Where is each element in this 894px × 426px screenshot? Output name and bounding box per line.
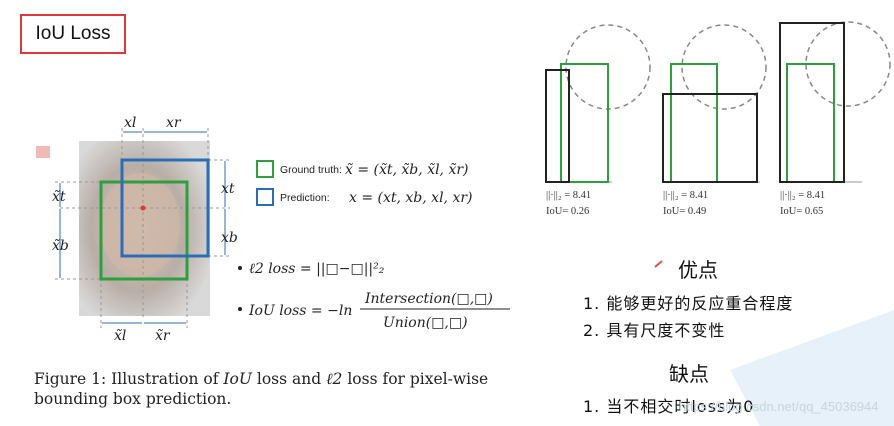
ground-truth-box <box>99 180 189 281</box>
pros-item-2: 2. 具有尺度不变性 <box>583 321 726 340</box>
example-3-dashed-circle <box>805 21 891 107</box>
legend-green-swatch <box>256 160 274 178</box>
legend-ground-truth-label: Ground truth: <box>280 164 342 176</box>
label-gt-b: x̃b <box>52 238 69 254</box>
iou-loss-denominator: Union(□,□) <box>383 315 468 331</box>
pencil-mark-icon <box>654 260 663 268</box>
label-gt-r: x̃r <box>155 328 171 344</box>
example-2-iou: IoU= 0.49 <box>663 206 706 217</box>
logo-mark <box>36 146 50 158</box>
slide-title: IoU Loss <box>20 14 126 54</box>
cons-item-1: 1. 当不相交时loss为0 <box>583 397 755 416</box>
legend-blue-swatch <box>256 188 274 206</box>
cons-heading: 缺点 <box>669 362 709 386</box>
label-xr: xr <box>166 115 182 131</box>
label-xb: xb <box>221 230 238 246</box>
iou-loss-numerator: Intersection(□,□) <box>364 291 493 307</box>
example-2-green-box <box>670 63 718 183</box>
example-1-norm: ||·||₂ = 8.41 <box>546 190 591 201</box>
watermark: https://blog.csdn.net/qq_45036944 <box>679 399 879 414</box>
iou-illustration-figure: xl xr xt xb x̃t x̃b x̃l x̃r Ground truth… <box>36 115 510 344</box>
example-3-norm: ||·||₂ = 8.41 <box>780 190 825 201</box>
legend-prediction-label: Prediction: <box>280 192 330 204</box>
example-2-dashed-circle <box>681 24 767 110</box>
pros-heading: 优点 <box>678 258 718 282</box>
example-3-iou: IoU= 0.65 <box>780 206 823 217</box>
label-gt-t: x̃t <box>52 189 66 205</box>
label-xt: xt <box>221 181 235 197</box>
example-1-black-box <box>545 69 570 183</box>
label-xl: xl <box>124 115 136 131</box>
label-gt-l: x̃l <box>114 328 126 344</box>
legend-ground-truth-formula: x̃ = (x̃t, x̃b, x̃l, x̃r) <box>345 162 469 178</box>
figure-caption: Figure 1: Illustration of IoU loss and ℓ… <box>34 370 489 408</box>
example-2-norm: ||·||₂ = 8.41 <box>663 190 708 201</box>
prediction-box <box>120 158 210 258</box>
center-point <box>140 205 146 211</box>
pros-item-1: 1. 能够更好的反应重合程度 <box>583 294 794 313</box>
legend-prediction-formula: x = (xt, xb, xl, xr) <box>349 190 473 206</box>
example-3-green-box <box>786 63 835 183</box>
iou-examples-figure: ||·||₂ = 8.41 IoU= 0.26 ||·||₂ = 8.41 Io… <box>545 21 891 217</box>
l2-loss-formula: ℓ2 loss = ||□−□||²₂ <box>249 261 385 277</box>
example-1-green-box <box>560 63 609 183</box>
example-1-iou: IoU= 0.26 <box>546 206 589 217</box>
example-2-black-box <box>662 93 758 183</box>
iou-loss-lhs: IoU loss = −ln <box>248 303 352 319</box>
decorative-background-shape <box>730 310 894 426</box>
example-3-black-box <box>779 22 845 183</box>
